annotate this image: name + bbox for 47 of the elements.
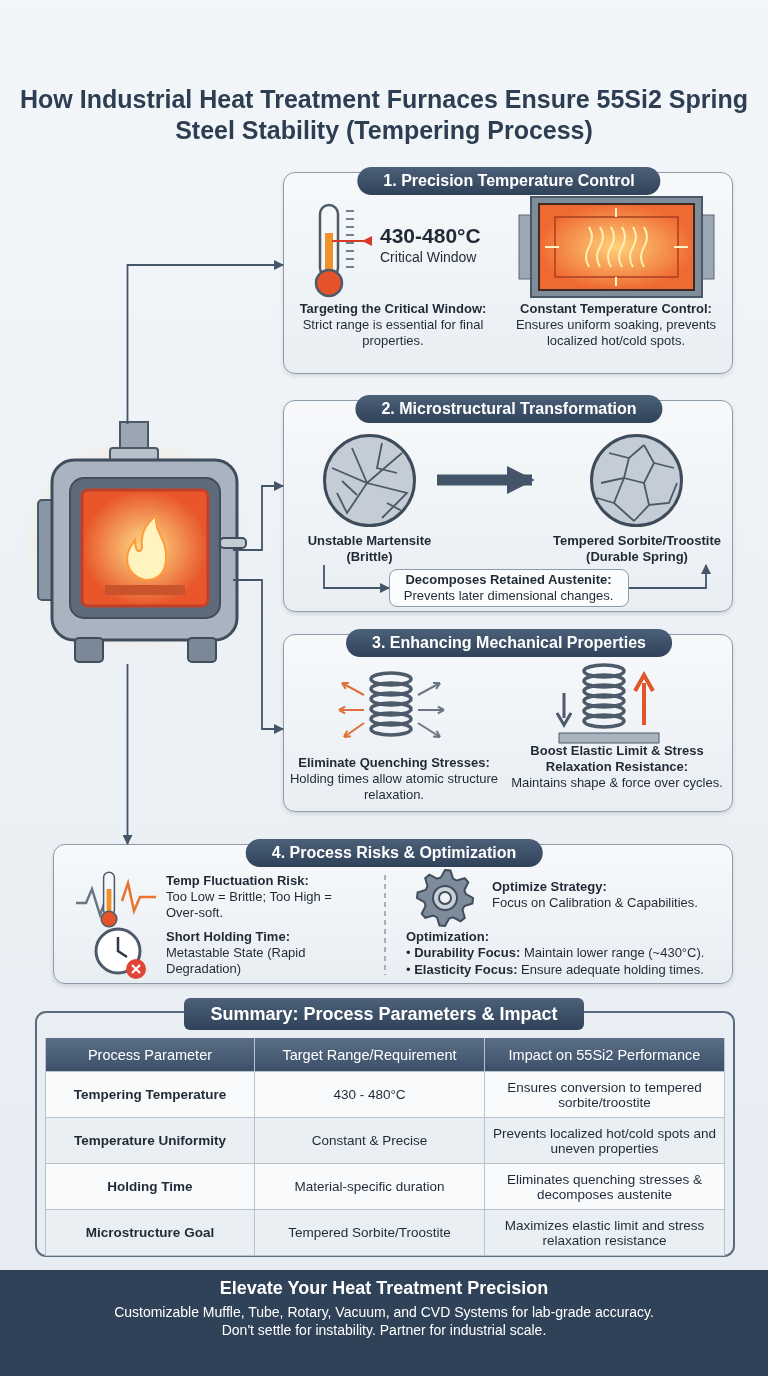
section-heading: 2. Microstructural Transformation: [355, 395, 663, 423]
description-text: Boost Elastic Limit & Stress Relaxation Resistance: Maintains shape & force over cycles.: [510, 743, 724, 791]
table-header-cell: Process Parameter: [45, 1038, 255, 1072]
section-heading: 1. Precision Temperature Control: [357, 167, 661, 195]
table-cell: Constant & Precise: [255, 1118, 485, 1164]
footer-text: Don't settle for instability. Partner for industrial scale.: [220, 1322, 548, 1338]
arrow: [628, 564, 711, 589]
bullet-item: • Elasticity Focus: Ensure adequate holding times.: [406, 962, 705, 978]
arrow: [126, 260, 284, 425]
table-cell: Microstructure Goal: [45, 1210, 255, 1256]
description-text: Targeting the Critical Window: Strict range is essential for final properties.: [298, 301, 488, 349]
title: How Industrial Heat Treatment Furnaces Ensure 55Si2 Spring Steel Stability (Tempering Process): [20, 84, 748, 147]
footer-text: Customizable Muffle, Tube, Rotary, Vacuum, and CVD Systems for lab-grade accuracy.: [113, 1304, 655, 1320]
description-text: Constant Temperature Control: Ensures uniform soaking, prevents localized hot/cold spots.: [514, 301, 718, 349]
table-header-cell: Target Range/Requirement: [255, 1038, 485, 1072]
temperature-range: 430-480°C: [380, 223, 481, 249]
table-cell: Material-specific duration: [255, 1164, 485, 1210]
note-text: Decomposes Retained Austenite: Prevents later dimensional changes.: [402, 572, 615, 604]
arrow: [323, 564, 390, 593]
table-cell: Holding Time: [45, 1164, 255, 1210]
table-cell: Tempering Temperature: [45, 1072, 255, 1118]
risk-text: Temp Fluctuation Risk: Too Low = Brittle; Too High = Over-soft.: [166, 873, 333, 921]
section-heading: 3. Enhancing Mechanical Properties: [346, 629, 672, 657]
table-cell: Prevents localized hot/cold spots and uneven properties: [485, 1118, 725, 1164]
structure-label: Tempered Sorbite/Troostite (Durable Spring): [551, 533, 723, 565]
caption-text: Critical Window: [380, 249, 477, 267]
section-heading: 4. Process Risks & Optimization: [245, 839, 543, 867]
strategy-text: Optimize Strategy: Focus on Calibration & Capabilities.: [492, 879, 699, 911]
structure-label: Unstable Martensite (Brittle): [306, 533, 433, 565]
list-heading: Optimization:: [406, 929, 491, 945]
footer-heading: Elevate Your Heat Treatment Precision: [218, 1278, 550, 1299]
table-cell: Eliminates quenching stresses & decomposes austenite: [485, 1164, 725, 1210]
arrow: [232, 579, 284, 734]
arrow: [232, 481, 284, 551]
bullet-item: • Durability Focus: Maintain lower range (~430°C).: [406, 945, 706, 961]
table-cell: Tempered Sorbite/Troostite: [255, 1210, 485, 1256]
arrow: [122, 663, 133, 845]
table-cell: Maximizes elastic limit and stress relaxation resistance: [485, 1210, 725, 1256]
note-box: [389, 569, 629, 607]
description-text: Eliminate Quenching Stresses: Holding times allow atomic structure relaxation.: [288, 755, 500, 803]
arrow: [437, 466, 535, 494]
table-cell: 430 - 480°C: [255, 1072, 485, 1118]
risk-text: Short Holding Time: Metastable State (Rapid Degradation): [166, 929, 307, 977]
table-header-cell: Impact on 55Si2 Performance: [485, 1038, 725, 1072]
table-cell: Temperature Uniformity: [45, 1118, 255, 1164]
table-title-banner: Summary: Process Parameters & Impact: [184, 998, 584, 1030]
table-cell: Ensures conversion to tempered sorbite/troostite: [485, 1072, 725, 1118]
